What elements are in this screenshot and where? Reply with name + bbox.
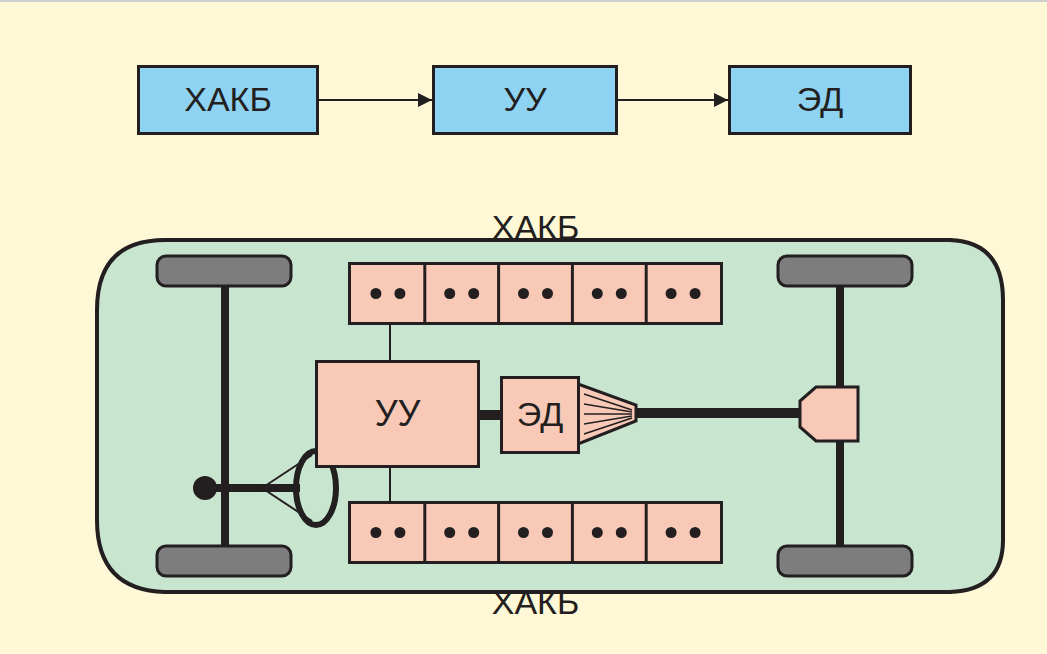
process-box: ХАКБ bbox=[137, 65, 319, 135]
motor-box: ЭД bbox=[500, 376, 580, 454]
battery-cells bbox=[351, 265, 720, 322]
flow-arrow bbox=[319, 99, 432, 101]
box-label: УУ bbox=[503, 81, 546, 118]
battery-pack: ХАКБ bbox=[348, 262, 723, 325]
process-box: ЭД bbox=[728, 65, 912, 135]
connector-line bbox=[389, 468, 391, 501]
steering-joint bbox=[193, 476, 217, 500]
box-label: УУ bbox=[375, 394, 421, 434]
connector-line bbox=[389, 325, 391, 360]
steering-spokes bbox=[262, 455, 312, 521]
car-body bbox=[97, 240, 1003, 592]
motor-cone bbox=[578, 384, 636, 444]
box-label: ЭД bbox=[517, 396, 563, 433]
pack-label: ХАКБ bbox=[492, 584, 579, 621]
battery-cells bbox=[351, 504, 720, 561]
wheel bbox=[778, 256, 912, 286]
wheel bbox=[778, 546, 912, 576]
wheel bbox=[157, 256, 291, 286]
steering-column bbox=[205, 484, 300, 492]
box-label: ЭД bbox=[797, 81, 843, 118]
front-axle bbox=[221, 270, 229, 562]
pack-label: ХАКБ bbox=[492, 209, 579, 246]
control-unit: УУ bbox=[315, 360, 480, 468]
process-box: УУ bbox=[432, 65, 618, 135]
battery-pack: ХАКБ bbox=[348, 501, 723, 564]
top-rule bbox=[0, 0, 1047, 2]
motor-cone-lines bbox=[584, 394, 632, 434]
box-label: ХАКБ bbox=[184, 81, 271, 118]
differential bbox=[800, 387, 858, 441]
drive-shaft bbox=[630, 408, 802, 418]
wheel bbox=[157, 546, 291, 576]
flow-arrow bbox=[618, 99, 728, 101]
connector-line bbox=[480, 410, 500, 420]
